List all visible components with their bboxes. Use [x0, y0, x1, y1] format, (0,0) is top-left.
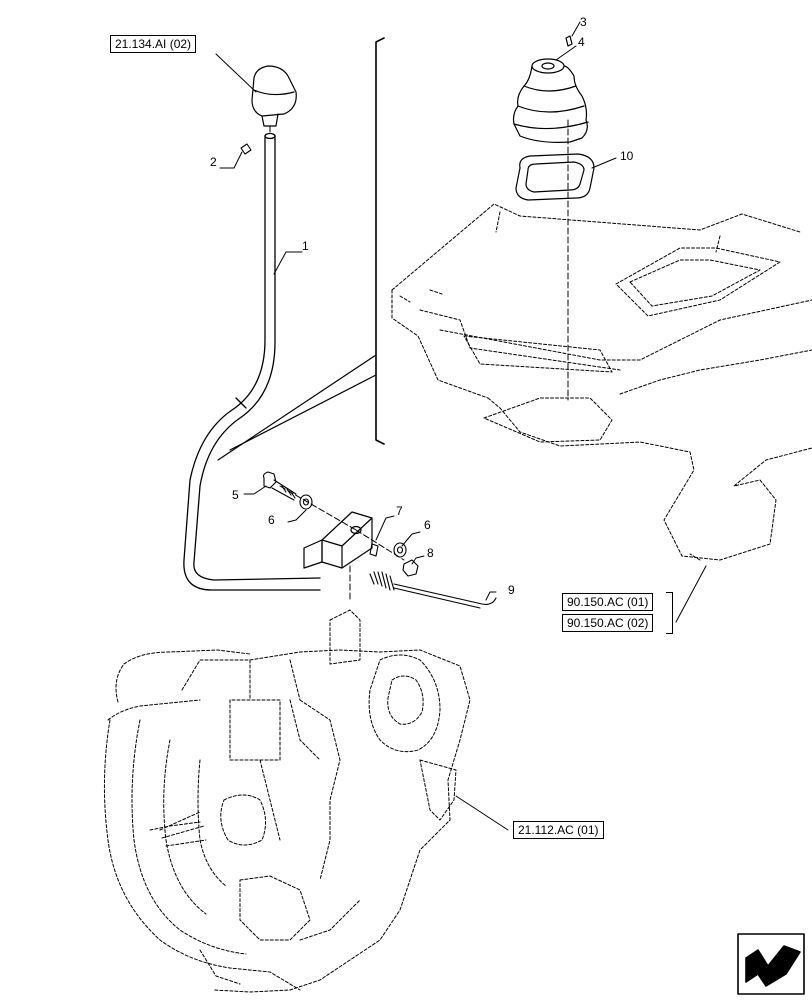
cab-floor-reference-bracket [666, 592, 673, 634]
lever-clevis [303, 511, 373, 569]
washer [299, 494, 313, 510]
set-screw [240, 143, 252, 155]
callout-10: 10 [620, 149, 634, 163]
cab-floor [391, 203, 812, 561]
section-break-line [375, 37, 385, 445]
leader-lines [215, 21, 707, 831]
shift-knob [251, 65, 297, 127]
washer [393, 542, 407, 558]
cab-floor-reference-2[interactable]: 90.150.AC (02) [562, 614, 654, 632]
shift-lever [183, 132, 321, 591]
cab-floor-reference-1[interactable]: 90.150.AC (01) [562, 593, 654, 611]
gear-boot [512, 35, 589, 143]
transmission-reference[interactable]: 21.112.AC (01) [513, 821, 604, 839]
shift-knob-reference[interactable]: 21.134.AI (02) [110, 35, 197, 53]
callout-1: 1 [302, 239, 309, 253]
callout-3: 3 [580, 15, 587, 29]
callout-5: 5 [232, 488, 239, 502]
callout-6-left: 6 [268, 513, 275, 527]
callout-4: 4 [578, 35, 585, 49]
callout-6-right: 6 [424, 518, 431, 532]
callout-8: 8 [427, 546, 434, 560]
view-direction-arrow-icon [737, 933, 805, 995]
callout-9: 9 [508, 583, 515, 597]
boot-gasket [515, 153, 595, 201]
callout-7: 7 [396, 504, 403, 518]
callout-2: 2 [210, 155, 217, 169]
retaining-pin [369, 543, 379, 557]
transmission-housing [103, 609, 471, 993]
nut [402, 559, 419, 577]
return-spring [369, 571, 497, 609]
